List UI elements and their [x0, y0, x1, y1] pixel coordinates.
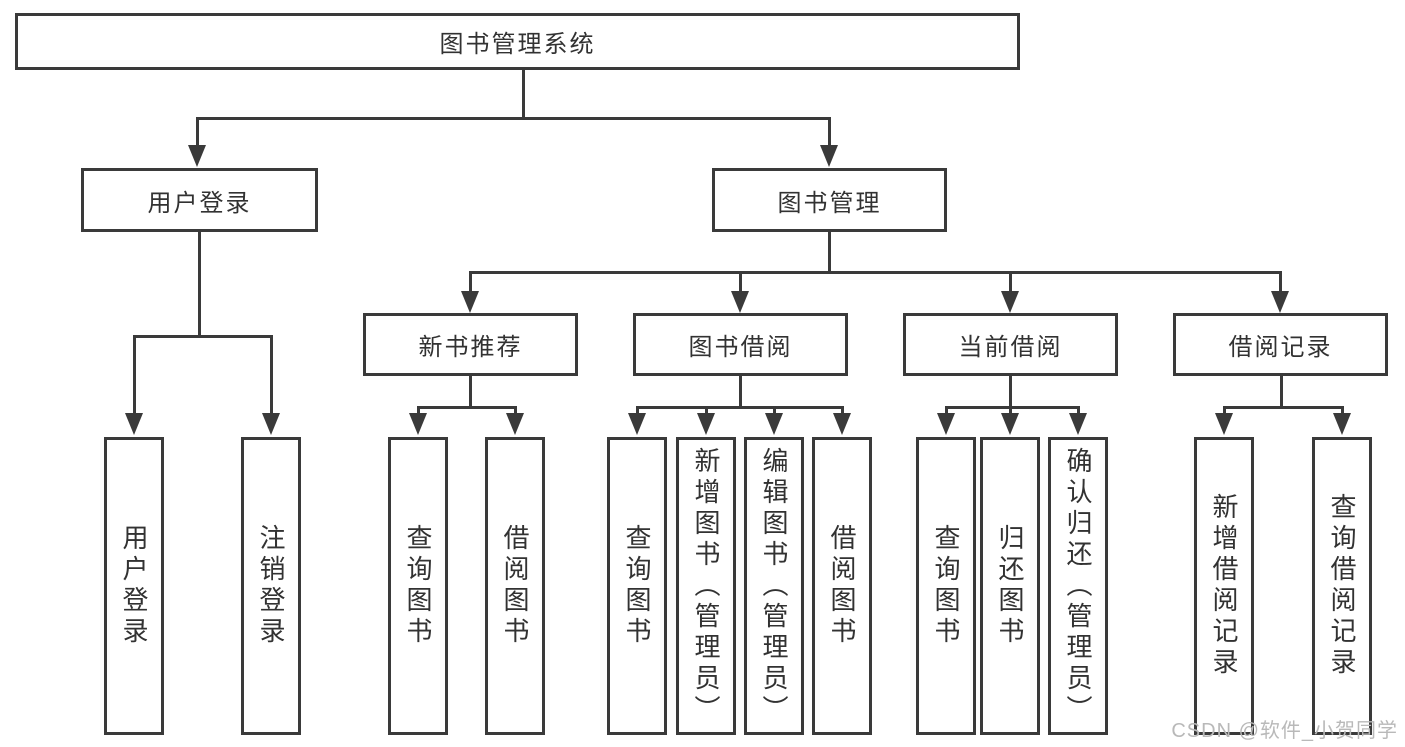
- leaf-query-books-2: 查询图书: [607, 437, 667, 735]
- leaf-borrow-books-1: 借阅图书: [485, 437, 545, 735]
- arrow-down-icon: [833, 413, 851, 435]
- connector-leaf-stem: [514, 406, 517, 415]
- leaf-add-books-admin: 新增图书（管理员）: [676, 437, 736, 735]
- arrow-down-icon: [188, 145, 206, 167]
- arrow-down-icon: [1001, 291, 1019, 313]
- leaf-label: 确认归还（管理员）: [1063, 446, 1093, 726]
- arrow-down-icon: [506, 413, 524, 435]
- connector-leaf-rail: [636, 406, 844, 409]
- arrow-down-icon: [1215, 413, 1233, 435]
- node-user-login-label: 用户登录: [147, 189, 252, 217]
- node-new-book-recommend-label: 新书推荐: [418, 334, 523, 361]
- connector-level2-rail: [196, 117, 831, 120]
- node-book-management-label: 图书管理: [777, 189, 882, 217]
- connector-leaf-stem: [417, 406, 420, 415]
- connector-leaf-stem: [705, 406, 708, 415]
- connector-l3-stem: [1279, 271, 1282, 291]
- arrow-down-icon: [731, 291, 749, 313]
- leaf-confirm-return-admin: 确认归还（管理员）: [1048, 437, 1108, 735]
- connector-leaf-rail: [1223, 406, 1344, 409]
- connector-bookmgmt-stem: [828, 117, 831, 147]
- arrow-down-icon: [937, 413, 955, 435]
- connector-l3-stem: [739, 271, 742, 291]
- leaf-label: 借阅图书: [827, 524, 857, 648]
- connector-l3-down: [469, 376, 472, 409]
- connector-leaf-stem: [1009, 406, 1012, 415]
- arrow-down-icon: [1001, 413, 1019, 435]
- node-new-book-recommend: 新书推荐: [363, 313, 578, 376]
- node-user-login: 用户登录: [81, 168, 318, 232]
- connector-userlogin-rail: [133, 335, 273, 338]
- arrow-down-icon: [409, 413, 427, 435]
- leaf-query-books-3: 查询图书: [916, 437, 976, 735]
- connector-leaf-rail: [417, 406, 517, 409]
- arrow-down-icon: [1069, 413, 1087, 435]
- leaf-logout: 注销登录: [241, 437, 301, 735]
- leaf-query-books-1: 查询图书: [388, 437, 448, 735]
- connector-leaf-stem: [773, 406, 776, 415]
- connector-leaf-stem: [133, 335, 136, 415]
- leaf-return-books: 归还图书: [980, 437, 1040, 735]
- arrow-down-icon: [765, 413, 783, 435]
- leaf-add-borrow-record: 新增借阅记录: [1194, 437, 1254, 735]
- connector-l3-down: [1009, 376, 1012, 409]
- leaf-label: 查询图书: [403, 524, 433, 648]
- connector-l3-stem: [1009, 271, 1012, 291]
- connector-leaf-stem: [1223, 406, 1226, 415]
- leaf-label: 查询图书: [931, 524, 961, 648]
- arrow-down-icon: [1271, 291, 1289, 313]
- leaf-query-borrow-record: 查询借阅记录: [1312, 437, 1372, 735]
- connector-leaf-stem: [945, 406, 948, 415]
- arrow-down-icon: [820, 145, 838, 167]
- arrow-down-icon: [628, 413, 646, 435]
- node-current-borrow: 当前借阅: [903, 313, 1118, 376]
- leaf-label: 查询借阅记录: [1327, 493, 1357, 679]
- arrow-down-icon: [262, 413, 280, 435]
- node-book-management: 图书管理: [712, 168, 947, 232]
- node-book-borrow-label: 图书借阅: [688, 334, 793, 361]
- arrow-down-icon: [697, 413, 715, 435]
- leaf-label: 借阅图书: [500, 524, 530, 648]
- csdn-watermark: CSDN @软件_小贺同学: [1171, 720, 1398, 742]
- connector-leaf-stem: [270, 335, 273, 415]
- leaf-edit-books-admin: 编辑图书（管理员）: [744, 437, 804, 735]
- arrow-down-icon: [461, 291, 479, 313]
- connector-leaf-rail: [945, 406, 1080, 409]
- connector-l3-stem: [469, 271, 472, 291]
- connector-userlogin-stem: [196, 117, 199, 147]
- node-borrow-records: 借阅记录: [1173, 313, 1388, 376]
- leaf-label: 新增图书（管理员）: [691, 446, 721, 726]
- connector-l3-down: [739, 376, 742, 409]
- connector-leaf-stem: [1341, 406, 1344, 415]
- leaf-label: 新增借阅记录: [1209, 493, 1239, 679]
- connector-bookmgmt-down: [828, 232, 831, 273]
- arrow-down-icon: [1333, 413, 1351, 435]
- node-book-borrow: 图书借阅: [633, 313, 848, 376]
- leaf-label: 归还图书: [995, 524, 1025, 648]
- leaf-label: 编辑图书（管理员）: [759, 446, 789, 726]
- leaf-label: 注销登录: [256, 524, 286, 648]
- node-root-label: 图书管理系统: [439, 31, 596, 58]
- leaf-borrow-books-2: 借阅图书: [812, 437, 872, 735]
- leaf-user-login: 用户登录: [104, 437, 164, 735]
- connector-userlogin-down: [198, 232, 201, 337]
- connector-leaf-stem: [841, 406, 844, 415]
- connector-level3-rail: [469, 271, 1281, 274]
- leaf-label: 查询图书: [622, 524, 652, 648]
- connector-root-stem: [522, 70, 525, 119]
- node-root: 图书管理系统: [15, 13, 1020, 70]
- node-borrow-records-label: 借阅记录: [1228, 334, 1333, 361]
- connector-leaf-stem: [1077, 406, 1080, 415]
- connector-l3-down: [1280, 376, 1283, 409]
- leaf-label: 用户登录: [119, 524, 149, 648]
- node-current-borrow-label: 当前借阅: [958, 334, 1063, 361]
- connector-leaf-stem: [636, 406, 639, 415]
- arrow-down-icon: [125, 413, 143, 435]
